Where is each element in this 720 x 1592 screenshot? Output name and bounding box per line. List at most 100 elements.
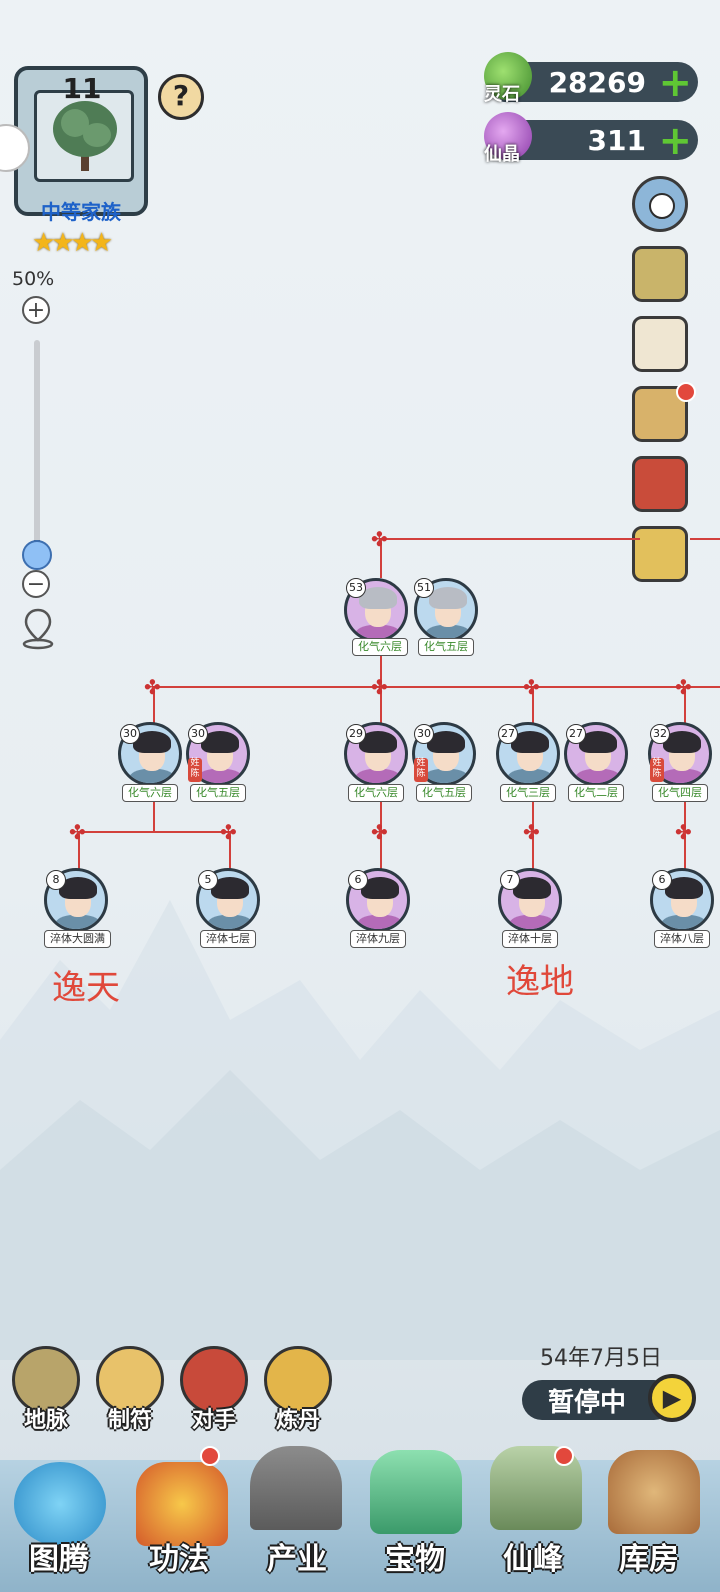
nav-industry[interactable]: 产业 <box>267 1542 327 1577</box>
skill-icon[interactable] <box>136 1462 228 1546</box>
tree-line-gen2-b <box>380 686 382 724</box>
member-age: 6 <box>348 870 368 890</box>
immortal-crystal-label: 仙晶 <box>484 144 520 165</box>
earth-vein-icon[interactable] <box>12 1346 80 1414</box>
member-avatar[interactable] <box>498 868 562 932</box>
game-date: 54年7月5日 <box>540 1346 662 1371</box>
member-age: 27 <box>566 724 586 744</box>
family-badge[interactable] <box>14 66 148 216</box>
member-avatar[interactable] <box>196 868 260 932</box>
tree-line-gen3-a1 <box>78 831 80 871</box>
member-age: 6 <box>652 870 672 890</box>
spirit-stone-label: 灵石 <box>484 84 520 105</box>
zoom-slider-handle[interactable] <box>22 540 52 570</box>
member-rank: 淬体九层 <box>350 930 406 948</box>
zoom-slider-track[interactable] <box>34 340 40 554</box>
nav-totem[interactable]: 图腾 <box>29 1542 89 1577</box>
member-rank: 化气三层 <box>500 784 556 802</box>
industry-icon[interactable] <box>250 1446 342 1530</box>
zoom-in-button[interactable]: + <box>22 296 50 324</box>
tree-line-gen2-c <box>532 686 534 724</box>
immortal-crystal-bar: 311 + <box>500 118 698 164</box>
nav-treasure[interactable]: 宝物 <box>385 1542 445 1577</box>
member-rank: 淬体大圆满 <box>44 930 111 948</box>
immortal-crystal-value: 311 <box>587 124 646 157</box>
member-avatar[interactable] <box>186 722 250 786</box>
tree-knot: ✤ <box>523 820 540 844</box>
tree-knot: ✤ <box>371 527 388 551</box>
talisman-icon[interactable] <box>96 1346 164 1414</box>
alchemy-icon[interactable] <box>264 1346 332 1414</box>
bottom-nav <box>0 1460 720 1592</box>
tree-line-gen3-a <box>153 800 155 832</box>
nav-skill[interactable]: 功法 <box>149 1542 209 1577</box>
storage-icon[interactable] <box>608 1450 700 1534</box>
tree-line-gen2-bus <box>153 686 720 688</box>
member-age: 30 <box>120 724 140 744</box>
totem-icon[interactable] <box>14 1462 106 1546</box>
tree-knot: ✤ <box>371 675 388 699</box>
rival-icon[interactable] <box>180 1346 248 1414</box>
member-age: 53 <box>346 578 366 598</box>
immortal-crystal-add-button[interactable]: + <box>658 118 692 164</box>
spirit-stone-bar: 28269 + <box>500 60 698 106</box>
talisman-label: 制符 <box>107 1408 152 1433</box>
member-rank: 化气五层 <box>416 784 472 802</box>
tree-line-root-drop <box>380 538 382 578</box>
tree-line-gen3-a2 <box>229 831 231 871</box>
member-age: 30 <box>414 724 434 744</box>
tree-knot: ✤ <box>675 675 692 699</box>
spirit-stone-value: 28269 <box>548 66 646 99</box>
member-rank: 化气四层 <box>652 784 708 802</box>
member-rank: 淬体八层 <box>654 930 710 948</box>
surname-seal: 姓陈 <box>188 758 202 782</box>
tree-knot: ✤ <box>523 675 540 699</box>
skill-notification-dot <box>200 1446 220 1466</box>
pause-status-label: 暂停中 <box>548 1388 627 1418</box>
tree-line-gen1-drop <box>380 650 382 686</box>
zoom-percent: 50% <box>12 268 55 290</box>
tree-line-top-right <box>690 538 720 540</box>
letter-icon[interactable] <box>632 316 688 372</box>
member-age: 29 <box>346 724 366 744</box>
locate-icon[interactable] <box>18 606 58 650</box>
tree-line-gen3-c <box>532 800 534 870</box>
member-age: 51 <box>414 578 434 598</box>
tree-line-top <box>380 538 640 540</box>
family-stars: ★★★★ <box>32 228 113 258</box>
record-book-icon[interactable] <box>632 456 688 512</box>
nav-storage[interactable]: 库房 <box>619 1542 679 1577</box>
member-rank: 化气五层 <box>190 784 246 802</box>
member-age: 27 <box>498 724 518 744</box>
member-age: 8 <box>46 870 66 890</box>
treasure-icon[interactable] <box>370 1450 462 1534</box>
surname-seal: 姓陈 <box>650 758 664 782</box>
family-level: 11 <box>62 72 102 105</box>
settings-gear-icon[interactable] <box>632 176 688 232</box>
alchemy-label: 炼丹 <box>275 1408 320 1433</box>
tree-line-gen3-bus <box>78 831 230 833</box>
play-button[interactable]: ▶ <box>648 1374 696 1422</box>
edict-icon[interactable] <box>632 526 688 582</box>
member-rank: 化气六层 <box>122 784 178 802</box>
immortal-crystal-icon <box>484 112 532 160</box>
member-age: 32 <box>650 724 670 744</box>
surname-seal: 姓陈 <box>414 758 428 782</box>
rival-label: 对手 <box>191 1408 236 1433</box>
family-tier-label: 中等家族 <box>41 200 121 224</box>
zoom-out-button[interactable]: − <box>22 570 50 598</box>
peak-notification-dot <box>554 1446 574 1466</box>
nav-peak[interactable]: 仙峰 <box>503 1542 563 1577</box>
member-avatar[interactable] <box>496 722 560 786</box>
tree-line-gen3-d <box>684 800 686 870</box>
help-button[interactable]: ? <box>158 74 204 120</box>
member-rank: 化气六层 <box>348 784 404 802</box>
member-age: 7 <box>500 870 520 890</box>
tree-line-gen3-b <box>380 800 382 870</box>
member-avatar[interactable] <box>564 722 628 786</box>
tree-knot: ✤ <box>69 820 86 844</box>
member-age: 30 <box>188 724 208 744</box>
tree-line-gen2-d <box>684 686 686 724</box>
spirit-stone-add-button[interactable]: + <box>658 60 692 106</box>
map-scroll-icon[interactable] <box>632 246 688 302</box>
